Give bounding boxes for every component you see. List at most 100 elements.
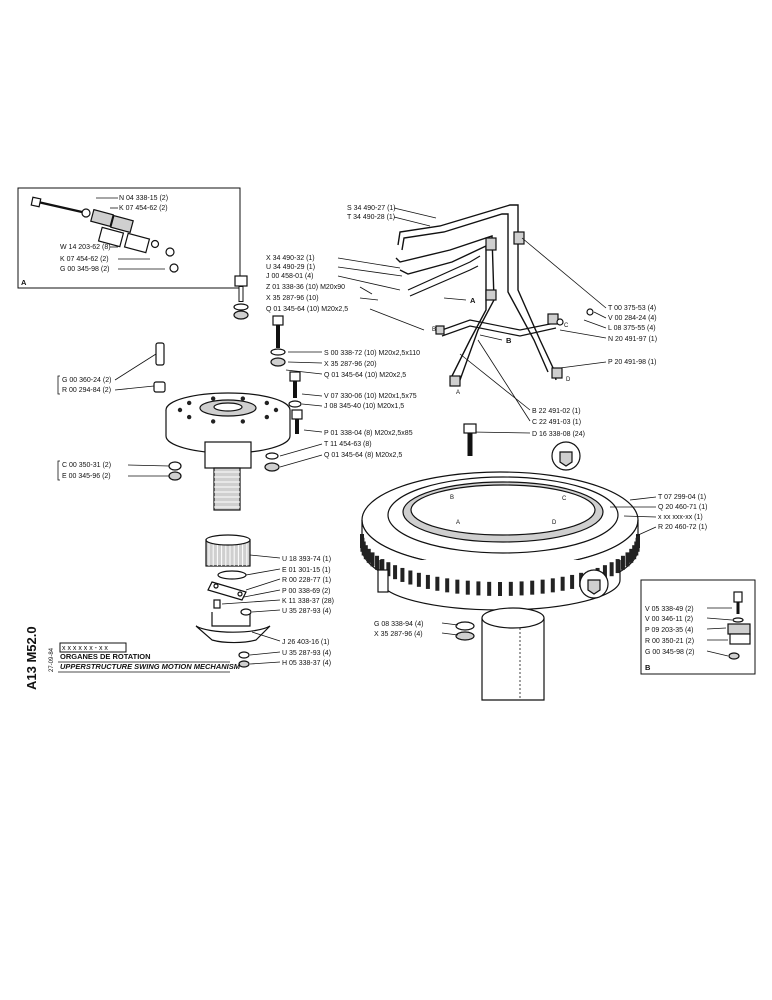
ring-tooth <box>400 567 405 582</box>
housing-bolt-hole <box>186 400 192 406</box>
center-labels: S 00 338-72 (10) M20x2,5x110 X 35 287-96… <box>279 350 420 468</box>
inset-a-label: G 00 345-98 (2) <box>60 266 109 273</box>
part-label: X 35 287-96 (10) <box>266 295 319 302</box>
part-label: U 35 287-93 (4) <box>282 608 331 615</box>
pinion-assembly <box>195 534 271 668</box>
part-label: Q 20 460-71 (1) <box>658 504 707 511</box>
part-label: U 34 490-29 (1) <box>266 264 315 271</box>
part-label: B 22 491-02 (1) <box>532 408 581 415</box>
part-label: P 00 338-69 (2) <box>282 588 331 595</box>
part-label: T 11 454-63 (8) <box>324 441 372 448</box>
part-label: Q 01 345-64 (10) M20x2,5 <box>324 372 406 379</box>
part-label: P 20 491-98 (1) <box>608 359 657 366</box>
part-label: Q 01 345-64 (10) M20x2,5 <box>266 306 348 313</box>
part-label: J 08 345-40 (10) M20x1,5 <box>324 403 404 410</box>
ring-labels: T 07 299-04 (1) Q 20 460-71 (1) x xx xxx… <box>610 494 707 537</box>
callout-a: A <box>470 296 476 305</box>
title-block: A13 M52.0 x x x x x x - x x 27-09-84 ORG… <box>24 626 241 690</box>
ring-tooth <box>476 581 481 596</box>
svg-text:A: A <box>456 520 460 526</box>
housing-bolt-hole <box>264 400 270 406</box>
part-label: G 08 338-94 (4) <box>374 621 423 628</box>
ring-tooth <box>393 565 398 580</box>
svg-text:C: C <box>564 323 569 329</box>
part-label: V 07 330-06 (10) M20x1,5x75 <box>324 393 417 400</box>
inset-b-label: V 00 346-11 (2) <box>645 616 693 623</box>
ring-tooth <box>620 555 625 570</box>
bcd-labels: B 22 491-02 (1) C 22 491-03 (1) D 16 338… <box>459 339 585 456</box>
ring-tooth <box>540 579 545 594</box>
housing-bolt-hole <box>240 419 246 424</box>
ring-tooth <box>615 559 620 574</box>
swing-motor-housing <box>153 342 291 511</box>
housing-bolt-hole <box>264 414 270 420</box>
ring-tooth <box>445 578 450 593</box>
housing-bolt-hole <box>177 407 183 413</box>
inset-b-label: P 09 203-35 (4) <box>645 627 694 634</box>
part-label: L 08 375-55 (4) <box>608 325 656 332</box>
ring-tooth <box>636 534 640 548</box>
inset-a-bolt <box>30 196 83 214</box>
part-label: X 34 490-32 (1) <box>266 255 315 262</box>
inset-a-label: K 07 454-62 (2) <box>60 256 109 263</box>
inset-a-label: K 07 454-62 (2) <box>119 205 168 212</box>
center-hardware <box>264 315 303 472</box>
ring-tooth <box>361 541 366 556</box>
part-label: K 11 338-37 (28) <box>282 598 334 605</box>
ring-tooth <box>416 572 421 587</box>
part-label: X 35 287-96 (4) <box>374 631 423 638</box>
inset-a-frame <box>17 187 241 289</box>
pipe-label: S 34 490-27 (1) <box>347 205 396 212</box>
part-label: J 26 403-16 (1) <box>282 639 329 646</box>
svg-text:B: B <box>450 495 454 501</box>
part-label: U 18 393-74 (1) <box>282 556 331 563</box>
part-label: S 00 338-72 (10) M20x2,5x110 <box>324 350 420 357</box>
ring-tooth <box>386 562 391 577</box>
part-label: E 00 345-96 (2) <box>62 473 111 480</box>
ring-tooth <box>366 548 371 563</box>
inset-a-label: N 04 338-15 (2) <box>119 195 168 202</box>
svg-text:A: A <box>456 390 460 396</box>
inset-b-label: V 05 338-49 (2) <box>645 606 694 613</box>
ring-tooth <box>602 565 607 580</box>
part-label: R 20 460-72 (1) <box>658 524 707 531</box>
housing-bolt-hole <box>186 414 192 420</box>
title-fr: ORGANES DE ROTATION <box>60 652 151 661</box>
part-label: D 16 338-08 (24) <box>532 431 585 438</box>
inset-b-frame <box>640 579 756 675</box>
left-labels: G 00 360-24 (2) R 00 294-84 (2) C 00 350… <box>57 353 170 481</box>
pinion-labels: U 18 393-74 (1) E 01 301-15 (1) R 00 228… <box>221 554 334 667</box>
ref-box <box>59 642 127 653</box>
ring-tooth <box>408 570 413 585</box>
ring-tooth <box>455 579 460 594</box>
part-label: V 00 284-24 (4) <box>608 315 657 322</box>
svg-text:C: C <box>562 496 567 502</box>
inset-a-label: W 14 203-62 (8) <box>60 244 111 251</box>
drawing-code: A13 M52.0 <box>24 626 39 690</box>
inset-b-label: G 00 345-98 (2) <box>645 649 694 656</box>
part-label: R 00 294-84 (2) <box>62 387 111 394</box>
title-en: UPPERSTRUCTURE SWING MOTION MECHANISM <box>60 662 241 671</box>
ring-tooth <box>435 576 440 591</box>
part-label: Q 01 345-64 (8) M20x2,5 <box>324 452 402 459</box>
ring-tooth <box>425 574 430 589</box>
drawing-date: 27-09-84 <box>49 647 55 672</box>
pipe-label: T 34 490-28 (1) <box>347 214 395 221</box>
housing-bolt-hole <box>273 407 279 413</box>
ring-tooth <box>363 545 368 560</box>
part-label: G 00 360-24 (2) <box>62 377 111 384</box>
part-label: H 05 338-37 (4) <box>282 660 331 667</box>
inset-b: V 05 338-49 (2) V 00 346-11 (2) P 09 203… <box>640 579 756 675</box>
part-label: Z 01 338-36 (10) M20x90 <box>266 284 345 291</box>
ring-tooth <box>508 581 513 596</box>
part-label: x xx xxx-xx (1) <box>658 514 703 521</box>
ring-tooth <box>380 559 385 574</box>
ring-tooth <box>498 582 502 596</box>
ring-tooth <box>465 580 470 595</box>
inset-b-letter: B <box>645 663 651 672</box>
right-upper-labels: T 00 375-53 (4) V 00 284-24 (4) L 08 375… <box>521 237 657 369</box>
callout-b: B <box>506 336 512 345</box>
ring-tooth <box>370 552 375 567</box>
part-label: P 01 338-04 (8) M20x2,5x85 <box>324 430 413 437</box>
